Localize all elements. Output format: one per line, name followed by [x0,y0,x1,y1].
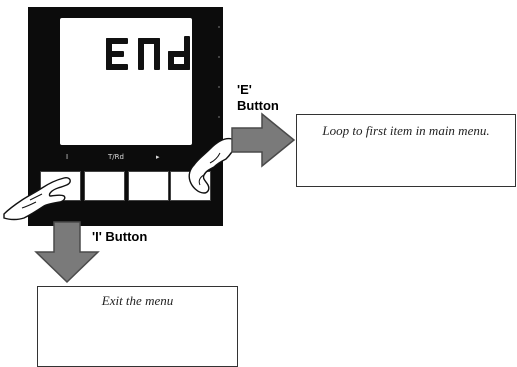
hand-pointer-icon [188,137,237,194]
hand-pointer-icon [3,177,71,221]
e-button-label: 'E' Button [237,82,297,114]
e-button-label-line2: Button [237,98,279,113]
exit-description-text: Exit the menu [101,293,174,308]
button-label-i: I [66,153,69,161]
loop-description-text: Loop to first item in main menu. [322,123,490,138]
e-button-label-line1: 'E' [237,82,252,97]
i-button-label: 'I' Button [92,229,148,244]
button-label-strip: I T/Rd ▸ [40,153,212,163]
readout-text: End [60,18,61,19]
meter-device: End I T/Rd ▸ [28,7,223,226]
exit-description-box: Exit the menu [37,286,238,367]
meter-key-3[interactable] [128,171,169,201]
seven-segment-readout [106,36,190,70]
loop-description-box: Loop to first item in main menu. [296,114,516,187]
button-label-trd: T/Rd [108,153,124,161]
meter-display: End [60,18,192,145]
arrow-right-icon [231,112,296,168]
arrow-down-icon [34,221,100,284]
button-label-arrow: ▸ [156,153,160,161]
meter-key-2[interactable] [84,171,125,201]
